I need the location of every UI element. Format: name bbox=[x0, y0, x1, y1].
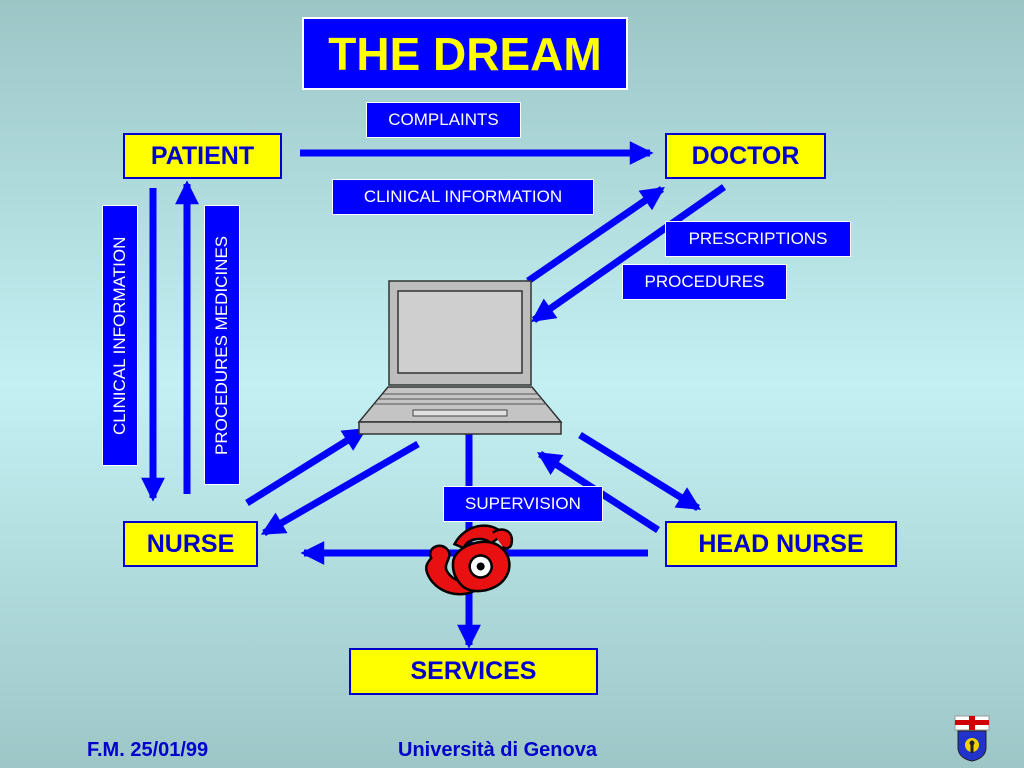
page-title: THE DREAM bbox=[302, 17, 628, 90]
vertical-clinical-information-label: CLINICAL INFORMATION bbox=[102, 205, 138, 466]
clinical-information-label: CLINICAL INFORMATION bbox=[332, 179, 594, 215]
patient-node: PATIENT bbox=[123, 133, 282, 179]
vertical-procedures-medicines-label: PROCEDURES MEDICINES bbox=[204, 205, 240, 485]
procedures-label: PROCEDURES bbox=[622, 264, 787, 300]
head-nurse-node: HEAD NURSE bbox=[665, 521, 897, 567]
arrow-doctor-to-laptop bbox=[531, 184, 727, 323]
arrow-laptop-to-doctor bbox=[526, 186, 665, 284]
footer-university: Università di Genova bbox=[398, 739, 597, 761]
arrow-laptop-to-head-nurse bbox=[578, 432, 702, 511]
prescriptions-label: PRESCRIPTIONS bbox=[665, 221, 851, 257]
services-node: SERVICES bbox=[349, 648, 598, 695]
laptop-icon bbox=[357, 280, 563, 435]
footer-date: F.M. 25/01/99 bbox=[87, 739, 209, 761]
telephone-icon bbox=[425, 524, 514, 596]
complaints-label: COMPLAINTS bbox=[366, 102, 521, 138]
supervision-label: SUPERVISION bbox=[443, 486, 603, 522]
university-crest-icon bbox=[954, 715, 990, 762]
arrow-laptop-to-nurse bbox=[260, 440, 420, 537]
arrow-nurse-to-laptop bbox=[245, 427, 368, 506]
nurse-node: NURSE bbox=[123, 521, 258, 567]
doctor-node: DOCTOR bbox=[665, 133, 826, 179]
